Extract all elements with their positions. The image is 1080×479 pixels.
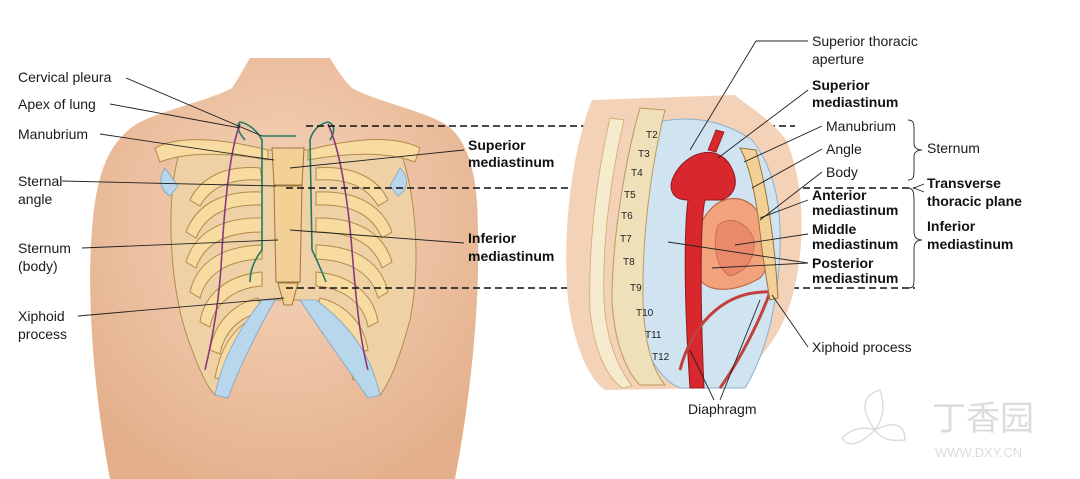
leader-sternal-angle [61,180,277,187]
leader-posterior-a [667,241,809,264]
leader-superior-mediastinum-right [717,89,809,159]
label-diaphragm: Diaphragm [688,401,756,417]
label-body: Body [826,164,858,180]
label-manubrium-left: Manubrium [18,126,88,142]
label-sternal-angle-2: angle [18,191,52,207]
watermark-logo: 丁香园 [932,400,1034,438]
leader-manubrium-right [743,125,823,163]
vertebra-t3: T3 [638,149,650,160]
label-sternum: Sternum [927,140,980,156]
label-sternal-angle-1: Sternal [18,173,62,189]
label-sternum-body-2: (body) [18,258,58,274]
torso-anterior-view [90,58,479,479]
sternum-brace [907,119,923,181]
right-lung-border [327,123,369,371]
label-superior-mediastinum-right-2: mediastinum [812,94,898,110]
label-apex-of-lung: Apex of lung [18,96,96,112]
leader-sternum-body [81,239,279,249]
leader-inferior-mediastinum-mid [289,229,465,244]
leader-anterior [759,199,809,219]
sagittal-view: T2 T3 T4 T5 T6 T7 T8 T9 T10 T11 T12 [566,95,802,390]
left-shoulder-cartilage [160,167,179,197]
vertebral-column [589,107,667,389]
label-xiphoid-right: Xiphoid process [812,339,912,355]
transverse-plane-arrow [912,183,925,193]
label-angle: Angle [826,141,862,157]
label-posterior-2: mediastinum [812,270,898,286]
leader-manubrium-left [99,133,275,161]
manubrium-bone [271,147,305,186]
vertebra-t5: T5 [624,190,636,201]
vertebra-t10: T10 [636,308,654,319]
label-superior-thoracic-2: aperture [812,51,864,67]
aorta [670,151,736,389]
leader-diaphragm-b [719,299,761,401]
leader-xiphoid-right [771,294,809,348]
heart-inner [714,220,755,277]
leader-apex-of-lung [109,103,241,129]
label-cervical-pleura: Cervical pleura [18,69,112,85]
label-manubrium-right: Manubrium [826,118,896,134]
label-posterior-1: Posterior [812,255,874,271]
leader-superior-mediastinum-mid [289,149,465,169]
label-superior-mediastinum-mid-1: Superior [468,137,526,153]
leader-superior-thoracic [689,40,808,151]
right-shoulder-cartilage [389,167,407,197]
leader-body [759,171,823,221]
vertebra-t6: T6 [621,211,633,222]
vertebra-t9: T9 [630,283,642,294]
leader-diaphragm-a [689,349,715,401]
left-costal-cartilage [214,299,276,399]
left-labels: Cervical pleura Apex of lung Manubrium S… [18,69,285,342]
label-middle-2: mediastinum [812,236,898,252]
brachiocephalic-vessel [707,129,725,153]
label-inferior-mediastinum-mid-1: Inferior [468,230,517,246]
label-inferior-right-2: mediastinum [927,236,1013,252]
right-pleura-line [309,121,335,283]
label-superior-mediastinum-right-1: Superior [812,77,870,93]
leader-angle [751,148,823,189]
vertebra-labels: T2 T3 T4 T5 T6 T7 T8 T9 T10 T11 T12 [620,130,670,363]
vertebra-t11: T11 [645,330,662,341]
inferior-mediastinum-brace [907,187,923,289]
watermark-flower-icon [841,389,906,445]
label-superior-mediastinum-mid-2: mediastinum [468,154,554,170]
label-inferior-right-1: Inferior [927,218,976,234]
label-xiphoid-1: Xiphoid [18,308,65,324]
right-costal-cartilage [299,299,381,399]
right-labels: Superior thoracic aperture Superior medi… [667,33,1022,417]
vertebra-t12: T12 [652,352,670,363]
leader-posterior-b [711,262,809,269]
leader-xiphoid [77,297,285,317]
vertebra-t4: T4 [631,168,643,179]
leader-cervical-pleura [125,77,263,137]
label-sternum-body-1: Sternum [18,240,71,256]
label-xiphoid-2: process [18,326,67,342]
label-transverse-1: Transverse [927,175,1001,191]
label-transverse-2: thoracic plane [927,193,1022,209]
vertebra-t2: T2 [646,130,658,141]
label-anterior-1: Anterior [812,187,867,203]
watermark: 丁香园 WWW.DXY.CN [841,389,1034,460]
label-inferior-mediastinum-mid-2: mediastinum [468,248,554,264]
vertebra-t8: T8 [623,257,635,268]
sternum-body-bone [273,185,303,283]
watermark-url: WWW.DXY.CN [935,445,1022,460]
middle-labels: Superior mediastinum Inferior mediastinu… [289,137,554,264]
label-superior-thoracic-1: Superior thoracic [812,33,918,49]
sagittal-sternum [739,147,779,301]
vertebra-t7: T7 [620,234,632,245]
label-anterior-2: mediastinum [812,202,898,218]
leader-middle [734,233,809,246]
label-middle-1: Middle [812,221,857,237]
